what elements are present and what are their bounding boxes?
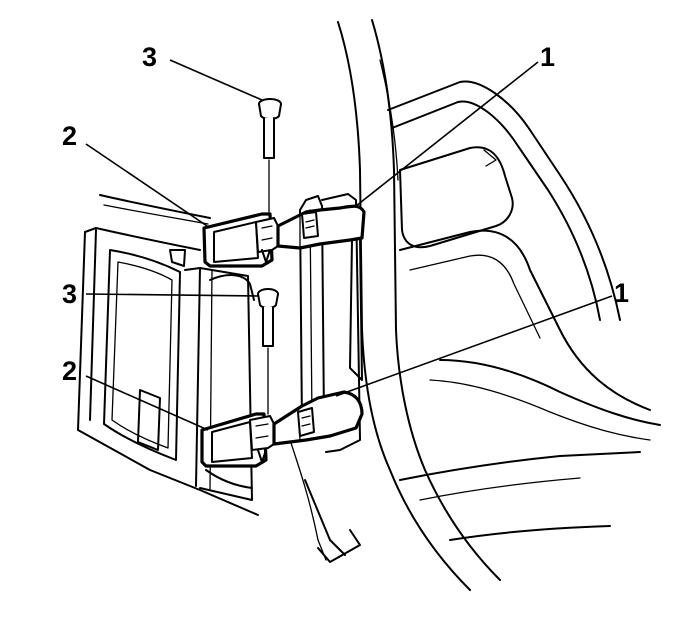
door-panel-outline	[77, 194, 259, 516]
callout-label-1-lower: 1	[614, 278, 629, 308]
lower-hinge	[200, 390, 364, 468]
callout-label-1-upper: 1	[540, 42, 555, 72]
vehicle-body-outline	[337, 19, 661, 591]
hinge-pin-lower-part	[257, 288, 279, 415]
callout-label-2-upper: 2	[62, 121, 77, 151]
callout-leaders	[85, 59, 613, 431]
upper-hinge	[202, 204, 366, 268]
callout-label-3-upper: 3	[142, 42, 157, 72]
callout-label-2-lower: 2	[62, 356, 77, 386]
callout-label-3-lower: 3	[62, 279, 77, 309]
hinge-pin-upper-part	[258, 98, 282, 213]
callout-labels: 3 2 1 3 2 1	[62, 42, 629, 386]
